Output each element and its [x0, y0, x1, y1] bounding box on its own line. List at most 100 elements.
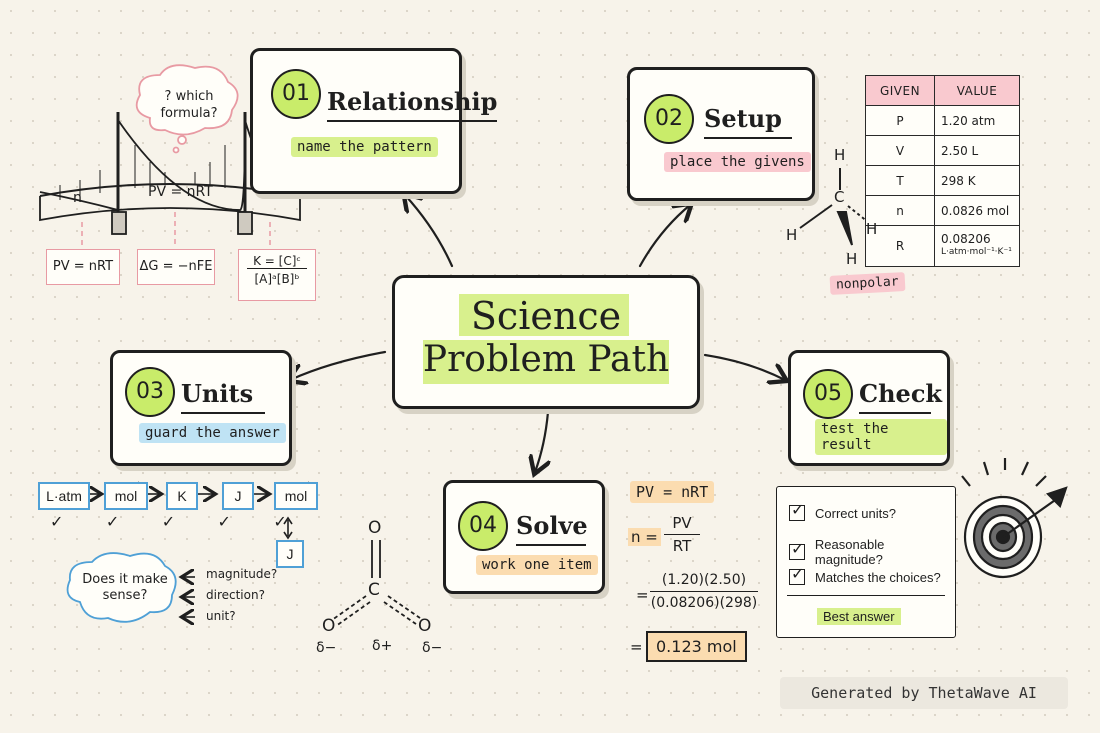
step-number: 01 — [271, 69, 321, 119]
step-tag: place the givens — [664, 152, 811, 172]
checklist-item-label: Correct units? — [815, 505, 896, 521]
value-cell: 0.08206 L·atm·mol⁻¹·K⁻¹ — [934, 225, 1020, 267]
checklist-panel: Correct units? Reasonable magnitude? Mat… — [776, 486, 956, 638]
dipole-molecule — [331, 540, 421, 627]
checkbox-icon — [789, 500, 805, 521]
step-title: Relationship — [327, 87, 498, 122]
unit-box-k: K — [166, 482, 198, 510]
units-checkmarks: ✓ ✓ ✓ ✓ ✓ — [50, 514, 287, 531]
checklist-item: Correct units? — [789, 500, 896, 521]
check-magnitude: magnitude? — [206, 567, 278, 581]
step-number: 04 — [458, 501, 508, 551]
atom-h-right: H — [866, 220, 878, 238]
value-cell: 2.50 L — [934, 135, 1020, 166]
checklist-item-label: Matches the choices? — [815, 569, 941, 585]
step-card-units: 03 Units guard the answer — [110, 350, 292, 466]
value-header: VALUE — [934, 75, 1020, 106]
k-denominator: [A]ᵃ[B]ᵇ — [254, 272, 300, 286]
solve-eq-sign: = — [636, 586, 649, 604]
check-unit: unit? — [206, 609, 236, 623]
deck-label-left: n — [73, 190, 82, 206]
atom-c-center: C — [368, 580, 380, 600]
center-highlight — [459, 294, 629, 336]
deck-label-center: PV = nRT — [148, 184, 213, 200]
step-card-check: 05 Check test the result — [788, 350, 950, 466]
given-cell: V — [865, 135, 935, 166]
center-title-line2: Problem Path — [422, 339, 670, 380]
step-card-solve: 04 Solve work one item — [443, 480, 605, 594]
value-cell: 1.20 atm — [934, 105, 1020, 136]
given-cell: T — [865, 165, 935, 196]
step-number: 02 — [644, 94, 694, 144]
charge-left: δ− — [316, 640, 337, 656]
value-cell: 0.0826 mol — [934, 195, 1020, 226]
step-tag: test the result — [815, 419, 947, 455]
step-number: 03 — [125, 367, 175, 417]
step-card-setup: 02 Setup place the givens — [627, 67, 815, 201]
given-cell: n — [865, 195, 935, 226]
arrow-to-solve — [535, 410, 548, 472]
charge-right: δ− — [422, 640, 443, 656]
atom-h-left: H — [786, 226, 798, 244]
thought-cloud-icon — [135, 64, 239, 154]
unit-box-mol-2: mol — [274, 482, 318, 510]
checklist-item: Matches the choices? — [789, 564, 941, 585]
methane-molecule — [799, 168, 869, 246]
center-highlight-2 — [423, 340, 669, 384]
checklist-item-label: Reasonable magnitude? — [814, 537, 885, 567]
deck-label-right: R — [262, 186, 272, 202]
sub-bottom: (0.08206)(298) — [650, 595, 758, 611]
center-title-line1: Science — [470, 294, 622, 338]
unit-box-latm: L·atm — [38, 482, 90, 510]
frac-top: PV — [664, 514, 700, 535]
charge-center: δ+ — [372, 638, 393, 654]
arrow-to-units — [290, 350, 387, 380]
checkbox-icon — [789, 564, 805, 585]
solve-equation: PV = nRT — [630, 481, 715, 503]
solve-result: 0.123 mol — [646, 631, 747, 662]
atom-h-bottom: H — [846, 250, 858, 268]
step-tag: name the pattern — [291, 137, 438, 157]
check-direction: direction? — [206, 588, 265, 602]
step-title: Check — [859, 379, 942, 414]
solve-n-eq: n = — [628, 528, 661, 546]
r-value: 0.08206 — [941, 232, 991, 246]
formula-box-1: PV = nRT — [46, 249, 120, 285]
nonpolar-label: nonpolar — [829, 272, 906, 295]
unit-box-mol: mol — [104, 482, 148, 510]
arrow-to-setup — [638, 205, 690, 268]
arrow-to-relationship — [405, 195, 454, 268]
step-title: Units — [181, 379, 265, 414]
step-title: Setup — [704, 104, 792, 139]
footer-credit: Generated by ThetaWave AI — [780, 677, 1068, 709]
atom-o-right: O — [418, 616, 432, 636]
step-number: 05 — [803, 369, 853, 419]
formula-box-2: ΔG = −nFE — [137, 249, 215, 285]
given-cell: P — [865, 105, 935, 136]
unit-box-j: J — [222, 482, 254, 510]
unit-box-j-final: J — [276, 540, 304, 568]
atom-c: C — [834, 188, 845, 206]
given-header: GIVEN — [865, 75, 935, 106]
step-title: Solve — [516, 511, 588, 546]
checklist-divider — [787, 595, 945, 596]
step-tag: guard the answer — [139, 423, 286, 443]
step-card-relationship: 01 Relationship name the pattern — [250, 48, 498, 194]
checklist-item: Reasonable magnitude? — [789, 537, 955, 567]
thought-text: ? which formula? — [160, 89, 218, 121]
value-cell: 298 K — [934, 165, 1020, 196]
r-units: L·atm·mol⁻¹·K⁻¹ — [941, 247, 1012, 257]
atom-o-top: O — [368, 518, 382, 538]
frac-bottom: RT — [672, 537, 692, 555]
step-tag: work one item — [476, 555, 598, 575]
sense-cloud-icon — [66, 552, 177, 623]
target-icon — [961, 458, 1068, 579]
solve-substitution: (1.20)(2.50) (0.08206)(298) — [650, 572, 758, 611]
formula-box-k: K = [C]ᶜ [A]ᵃ[B]ᵇ — [238, 249, 316, 301]
best-answer-label: Best answer — [817, 608, 901, 625]
sense-cloud-text: Does it make sense? — [82, 572, 168, 603]
solve-eq-sign-2: = — [630, 638, 643, 656]
checkbox-icon — [789, 539, 805, 560]
